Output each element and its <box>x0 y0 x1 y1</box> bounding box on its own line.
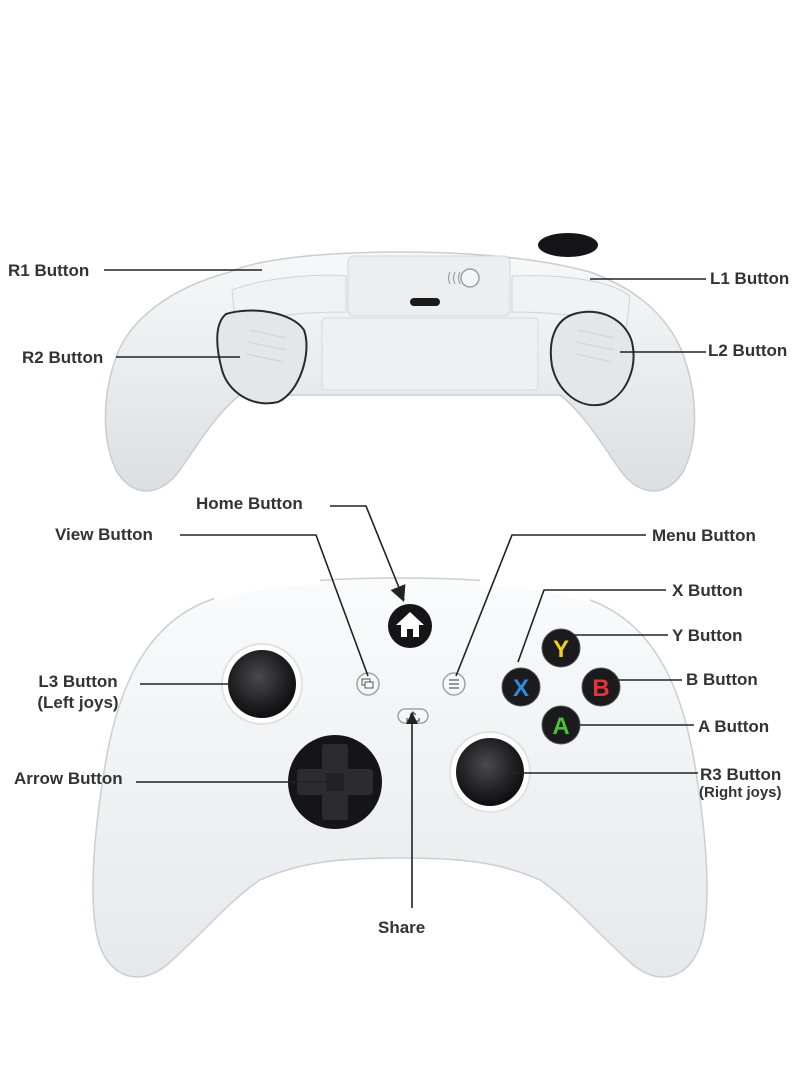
menu-button[interactable] <box>442 672 466 696</box>
label-r1-button: R1 Button <box>8 261 90 280</box>
top-center-panel <box>347 255 511 317</box>
a-button-glyph: A <box>552 713 569 740</box>
controller-top-view <box>104 233 696 492</box>
leader-view <box>180 534 369 677</box>
top-rear-panel <box>321 317 539 391</box>
d-pad[interactable] <box>288 735 382 829</box>
leader-x <box>517 589 666 663</box>
label-l2-button: L2 Button <box>708 341 788 360</box>
right-stick[interactable] <box>449 731 531 813</box>
label-l3-sub: (Left joys) <box>37 693 119 712</box>
menu-icon <box>449 679 459 689</box>
leader-lines <box>104 269 706 908</box>
right-trigger[interactable] <box>549 310 635 407</box>
controller-front-view: Y X B A <box>92 577 708 978</box>
usb-c-port <box>410 298 440 306</box>
b-button[interactable]: B <box>581 667 621 707</box>
label-r3-sub: (Right joys) <box>699 784 782 801</box>
label-y-button: Y Button <box>672 626 743 645</box>
a-button[interactable]: A <box>541 705 581 745</box>
label-home-button: Home Button <box>196 494 303 513</box>
label-r3-button: R3 Button <box>700 765 782 784</box>
label-share: Share <box>378 918 426 937</box>
x-button-glyph: X <box>513 675 529 702</box>
home-icon <box>396 612 424 637</box>
home-button[interactable] <box>388 604 432 648</box>
view-button[interactable] <box>356 672 380 696</box>
label-r2-button: R2 Button <box>22 348 104 367</box>
share-arrowhead <box>406 712 418 724</box>
top-stick-cap <box>538 233 598 257</box>
label-menu-button: Menu Button <box>652 526 756 545</box>
label-l3-button: L3 Button <box>38 672 118 691</box>
label-b-button: B Button <box>686 670 758 689</box>
home-arrowhead <box>390 584 406 602</box>
label-x-button: X Button <box>672 581 743 600</box>
label-view-button: View Button <box>55 525 153 544</box>
label-l1-button: L1 Button <box>710 269 790 288</box>
view-icon <box>361 678 374 689</box>
sync-button[interactable] <box>460 268 480 288</box>
y-button-glyph: Y <box>553 636 569 663</box>
label-arrow-button: Arrow Button <box>14 769 123 788</box>
y-button[interactable]: Y <box>541 628 581 668</box>
left-stick[interactable] <box>221 643 303 725</box>
x-button[interactable]: X <box>501 667 541 707</box>
left-shoulder <box>213 579 321 601</box>
sync-indicator-icon <box>447 271 461 285</box>
label-a-button: A Button <box>698 717 770 736</box>
leader-home <box>330 505 405 601</box>
leader-menu <box>455 534 646 677</box>
leader-arrowheads <box>390 584 418 724</box>
trigger-texture <box>245 329 615 363</box>
b-button-glyph: B <box>592 675 609 702</box>
